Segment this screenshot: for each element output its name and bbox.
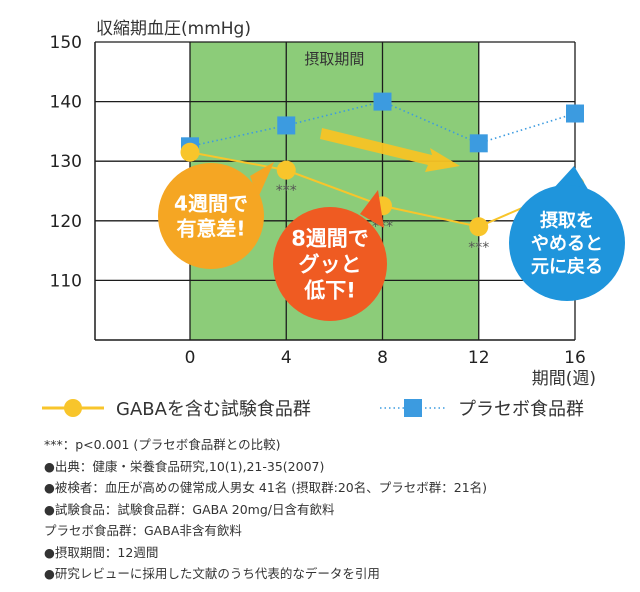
placebo-point-16 (566, 104, 584, 123)
callout-tail-2 (360, 190, 384, 228)
callout-circle-3 (509, 185, 625, 301)
placebo-point-4 (277, 116, 296, 135)
footnotes: ***：p<0.001 (プラセボ食品群との比較) ●出典：健康・栄養食品研究,… (44, 434, 624, 585)
significance-mark-4: *** (276, 183, 297, 199)
x-tick-16: 16 (564, 348, 586, 368)
callout-text-3-1: 摂取を (540, 209, 594, 231)
note-placebo-food: プラセボ食品群：GABA非含有飲料 (44, 523, 242, 538)
significance-mark-12: *** (468, 240, 489, 256)
legend-label-gaba: GABAを含む試験食品群 (116, 399, 311, 420)
note-source: ●出典：健康・栄養食品研究,10(1),21-35(2007) (44, 458, 325, 474)
legend: GABAを含む試験食品群 プラセボ食品群 (40, 392, 620, 424)
y-tick-labels: 150 140 130 120 110 (50, 33, 82, 291)
callout-text-1-1: 4週間で (174, 192, 248, 216)
callout-text-2-1: 8週間で (291, 227, 369, 251)
legend-label-placebo: プラセボ食品群 (458, 399, 584, 420)
x-tick-labels: 0 4 8 12 16 (185, 348, 586, 368)
y-tick-120: 120 (50, 212, 82, 232)
x-tick-12: 12 (468, 348, 490, 368)
intake-period-label: 摂取期間 (304, 50, 364, 68)
legend-marker-square-icon (380, 399, 446, 417)
x-tick-8: 8 (377, 348, 388, 368)
y-tick-110: 110 (50, 271, 82, 291)
callout-text-3-2: やめると (531, 233, 603, 254)
note-subjects: ●被検者：血圧が高めの健常成人男女 41名 (摂取群:20名、プラセボ群：21名… (44, 480, 488, 495)
gaba-point-0 (180, 142, 200, 162)
series-layer (180, 92, 585, 237)
blood-pressure-chart: 摂取期間 ********* 4週間で有意差!8週間でグッと低下!摂取をやめると… (50, 19, 625, 389)
note-test-food: ●試験食品：試験食品群：GABA 20mg/日含有飲料 (44, 501, 335, 517)
callout-circle-2 (273, 207, 387, 321)
placebo-point-12 (469, 134, 488, 153)
trend-arrow (320, 128, 460, 172)
y-tick-130: 130 (50, 152, 82, 172)
placebo-point-8 (373, 92, 392, 111)
significance-marks: ********* (276, 183, 490, 256)
x-axis-title: 期間(週) (532, 369, 596, 389)
gaba-point-4 (276, 160, 296, 180)
callout-text-2-2: グッと (299, 253, 362, 277)
note-citation: ●研究レビューに採用した文献のうち代表的なデータを引用 (44, 566, 380, 581)
callout-text-1-2: 有意差! (176, 217, 245, 241)
callout-circle-1 (158, 163, 264, 269)
x-tick-4: 4 (281, 348, 292, 368)
y-axis-title: 収縮期血圧(mmHg) (96, 19, 251, 39)
note-intake-period: ●摂取期間：12週間 (44, 544, 159, 560)
legend-item-placebo: プラセボ食品群 (378, 392, 584, 424)
gaba-point-12 (469, 217, 489, 237)
callout-text-3-3: 元に戻る (531, 255, 603, 277)
y-tick-140: 140 (50, 93, 82, 113)
x-tick-0: 0 (185, 348, 196, 368)
callout-text-2-3: 低下! (303, 279, 356, 303)
trend-arrow-shape (320, 128, 460, 172)
y-tick-150: 150 (50, 33, 82, 53)
note-significance: ***：p<0.001 (プラセボ食品群との比較) (44, 437, 281, 452)
legend-item-gaba: GABAを含む試験食品群 (40, 392, 311, 424)
legend-marker-circle-icon (42, 399, 104, 417)
grid-lines (94, 41, 576, 341)
